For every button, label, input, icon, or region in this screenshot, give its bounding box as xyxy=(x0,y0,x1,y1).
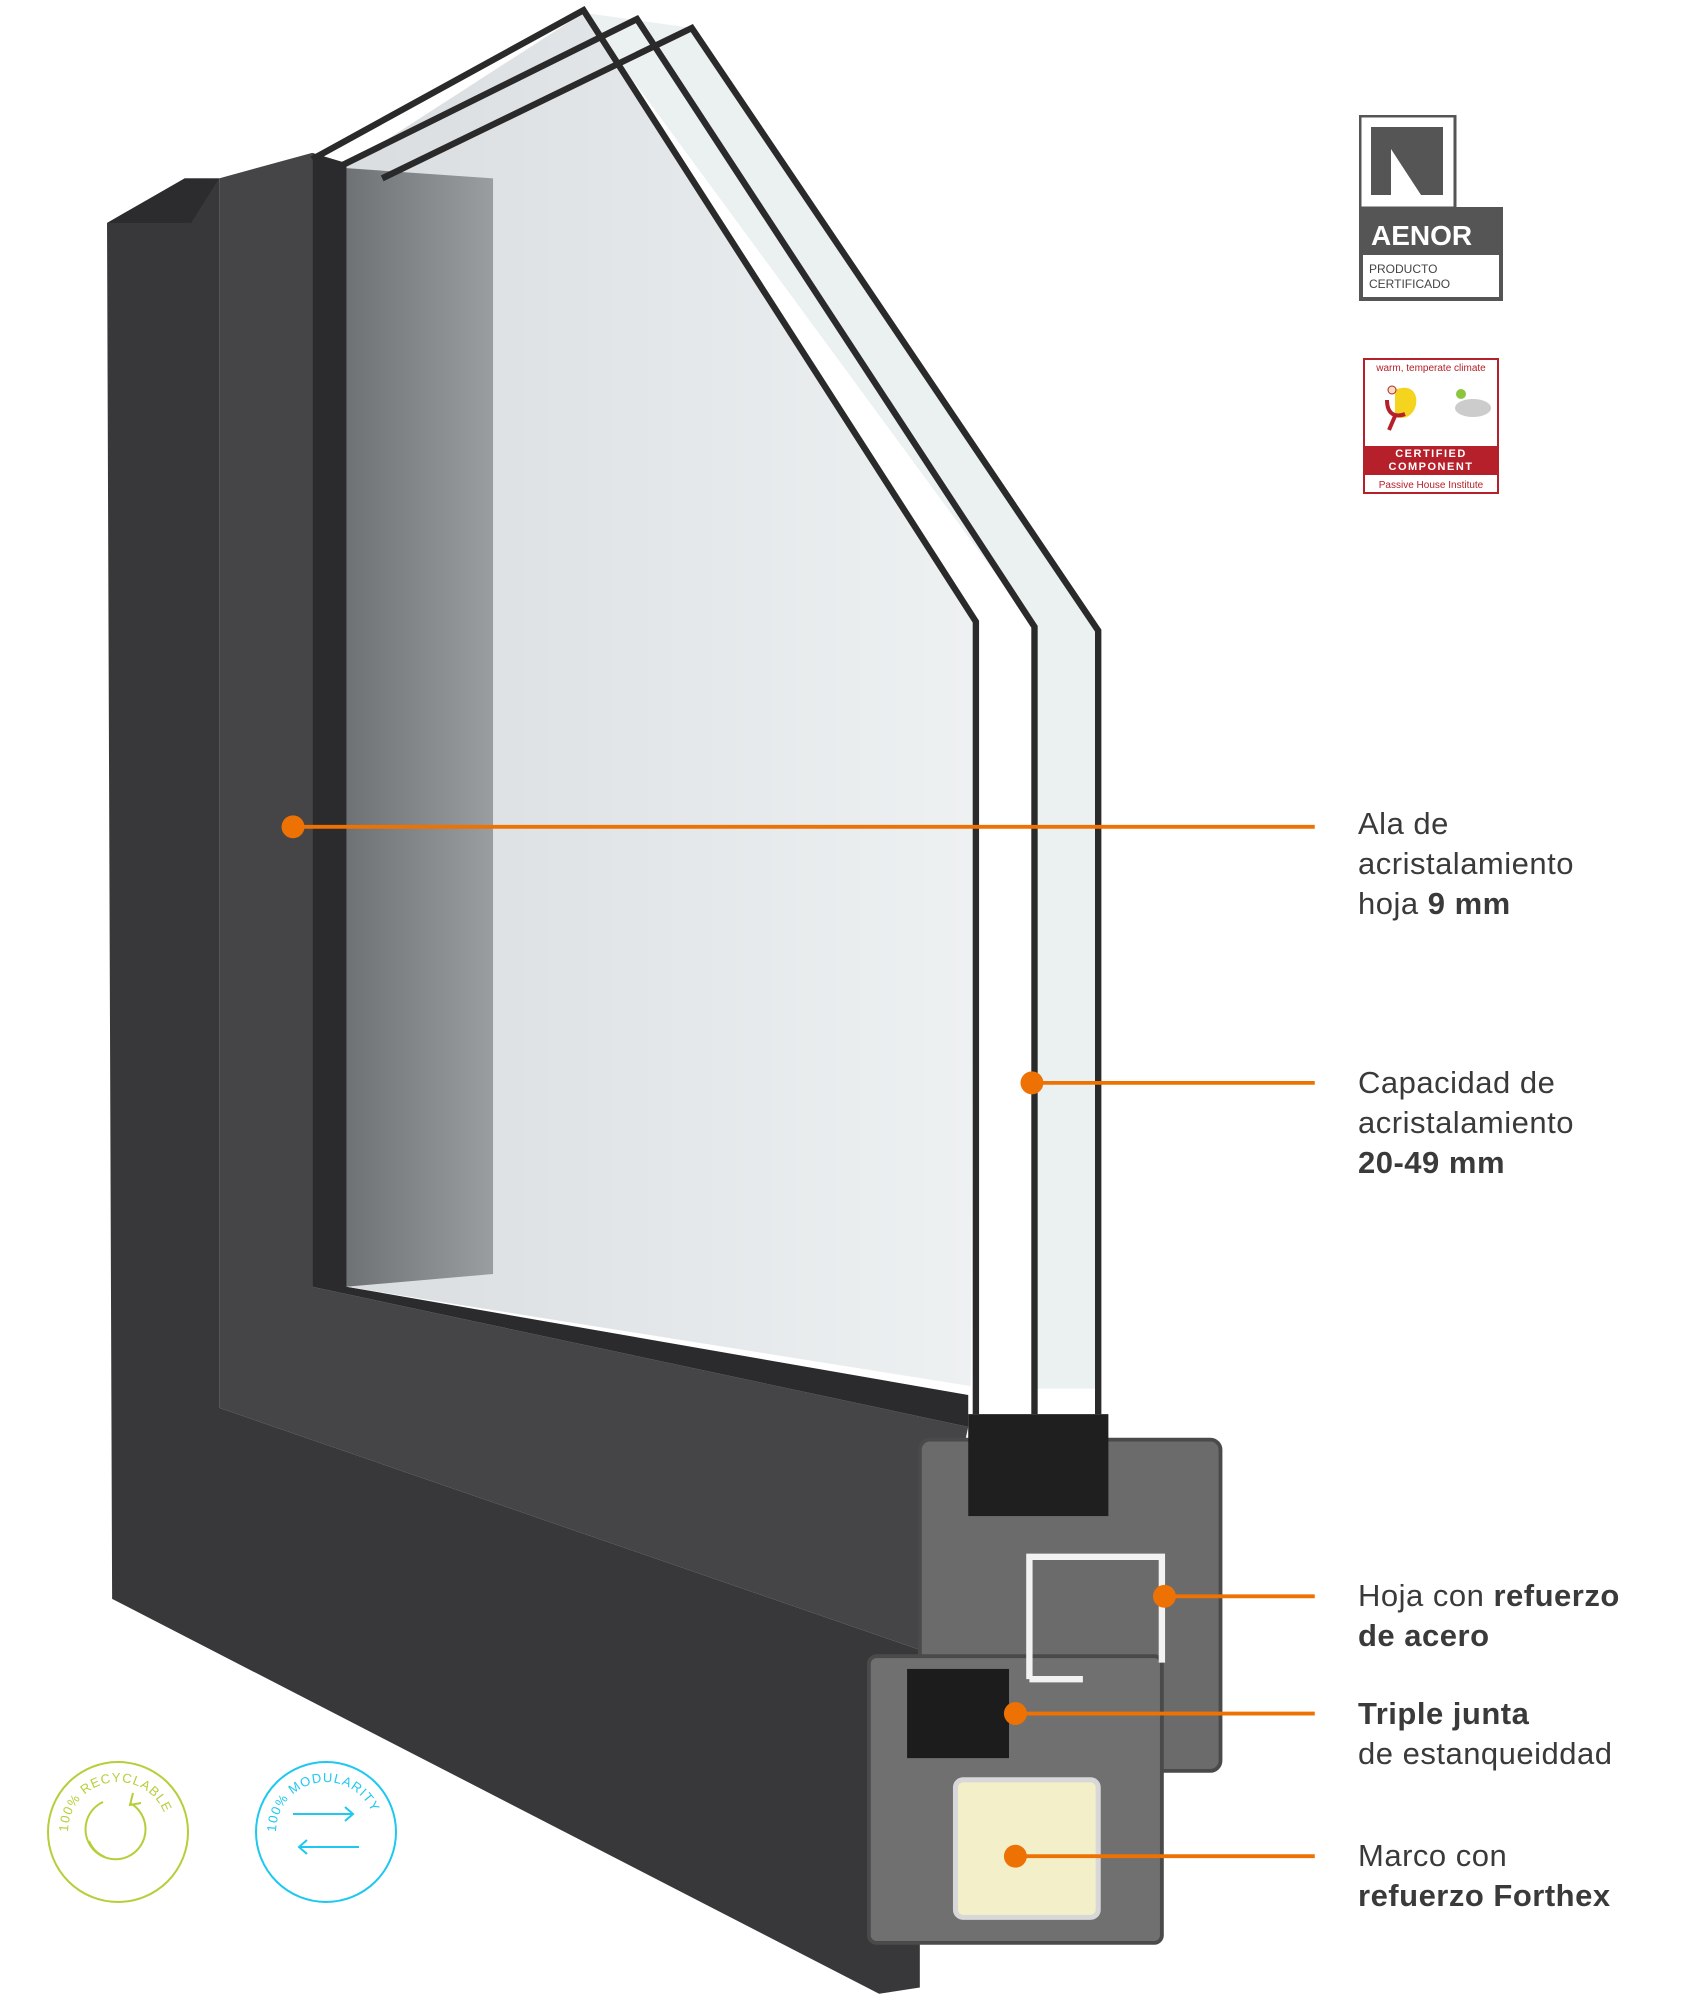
callout-dot xyxy=(1003,1702,1027,1725)
sash-frame xyxy=(219,152,969,1650)
callout-text: Marco con xyxy=(1358,1838,1508,1873)
glass-pane-outer xyxy=(583,12,1099,1389)
callout-text: Capacidad de xyxy=(1358,1065,1556,1100)
callout-text-bold: Triple junta xyxy=(1358,1696,1530,1731)
callout-dot xyxy=(1152,1584,1176,1608)
callout-text: de estanqueiddad xyxy=(1358,1736,1613,1771)
callout-text-bold: 9 mm xyxy=(1427,886,1511,921)
glass-pane xyxy=(346,12,975,1387)
callout-text-regular: hoja xyxy=(1358,886,1428,921)
forthex-reinforcement xyxy=(952,1777,1101,1920)
phi-issuer: Passive House Institute xyxy=(1378,480,1484,491)
callout-text-bold: 20-49 mm xyxy=(1358,1145,1506,1180)
phi-line2: COMPONENT xyxy=(1388,461,1474,473)
aenor-brand: AENOR xyxy=(1371,220,1472,251)
recycle-icon xyxy=(84,1792,147,1861)
callout-steel-reinforcement: Hoja con refuerzo de acero xyxy=(1358,1576,1620,1656)
callout-forthex-frame: Marco con refuerzo Forthex xyxy=(1358,1836,1611,1916)
phi-climate: warm, temperate climate xyxy=(1376,363,1486,374)
callout-lines xyxy=(293,824,1315,1859)
callout-dot xyxy=(1003,1844,1027,1868)
glazing-bead xyxy=(968,1414,1109,1517)
callout-text-bold: refuerzo xyxy=(1493,1578,1620,1613)
callout-dots xyxy=(281,815,1176,1868)
callout-text-bold: de acero xyxy=(1358,1618,1490,1653)
phi-band: CERTIFIED COMPONENT xyxy=(1365,446,1497,475)
sash-inner-edge xyxy=(312,152,969,1427)
recyclable-badge: 100% RECYCLABLE xyxy=(47,1761,189,1903)
phi-line1: CERTIFIED xyxy=(1395,448,1467,460)
steel-reinforcement xyxy=(1026,1553,1166,1683)
modularity-text: 100% MODULARITY xyxy=(264,1770,382,1832)
callout-glazing-wing: Ala de acristalamiento hoja 9 mm xyxy=(1358,804,1574,924)
outer-frame xyxy=(107,178,920,1994)
callout-glazing-capacity: Capacidad de acristalamiento 20-49 mm xyxy=(1358,1063,1574,1183)
recyclable-text: 100% RECYCLABLE xyxy=(56,1770,174,1832)
gasket xyxy=(907,1668,1010,1759)
svg-text:100% RECYCLABLE: 100% RECYCLABLE xyxy=(56,1770,175,1832)
glass-pane-edge-1 xyxy=(310,5,980,1415)
arrows-icon xyxy=(293,1806,359,1855)
passive-house-certification-logo: warm, temperate climate CERTIFIED COMPON… xyxy=(1363,358,1499,494)
phi-leaf-sun-icon xyxy=(1385,385,1491,431)
aenor-line2: CERTIFICADO xyxy=(1369,277,1450,291)
svg-text:100% MODULARITY: 100% MODULARITY xyxy=(264,1770,383,1832)
callout-text: Ala de xyxy=(1358,806,1449,841)
callout-text: hoja 9 mm xyxy=(1358,884,1574,924)
callout-text: acristalamiento xyxy=(1358,846,1574,881)
callout-text: acristalamiento xyxy=(1358,1105,1574,1140)
callout-text-bold: refuerzo Forthex xyxy=(1358,1878,1611,1913)
modularity-badge: 100% MODULARITY xyxy=(255,1761,397,1903)
glass-pane-edge-2 xyxy=(340,15,1038,1415)
callout-text-regular: Hoja con xyxy=(1358,1578,1494,1613)
glass-pane-edge-3 xyxy=(380,23,1102,1415)
aenor-line1: PRODUCTO xyxy=(1369,262,1437,276)
aenor-certification-logo: AENOR PRODUCTO CERTIFICADO xyxy=(1359,115,1503,301)
callout-triple-gasket: Triple junta de estanqueiddad xyxy=(1358,1694,1613,1774)
callout-dot xyxy=(1020,1071,1044,1095)
callout-dot xyxy=(281,815,305,839)
glass-spacer-band xyxy=(346,168,494,1287)
frame-top-edge xyxy=(107,178,220,223)
